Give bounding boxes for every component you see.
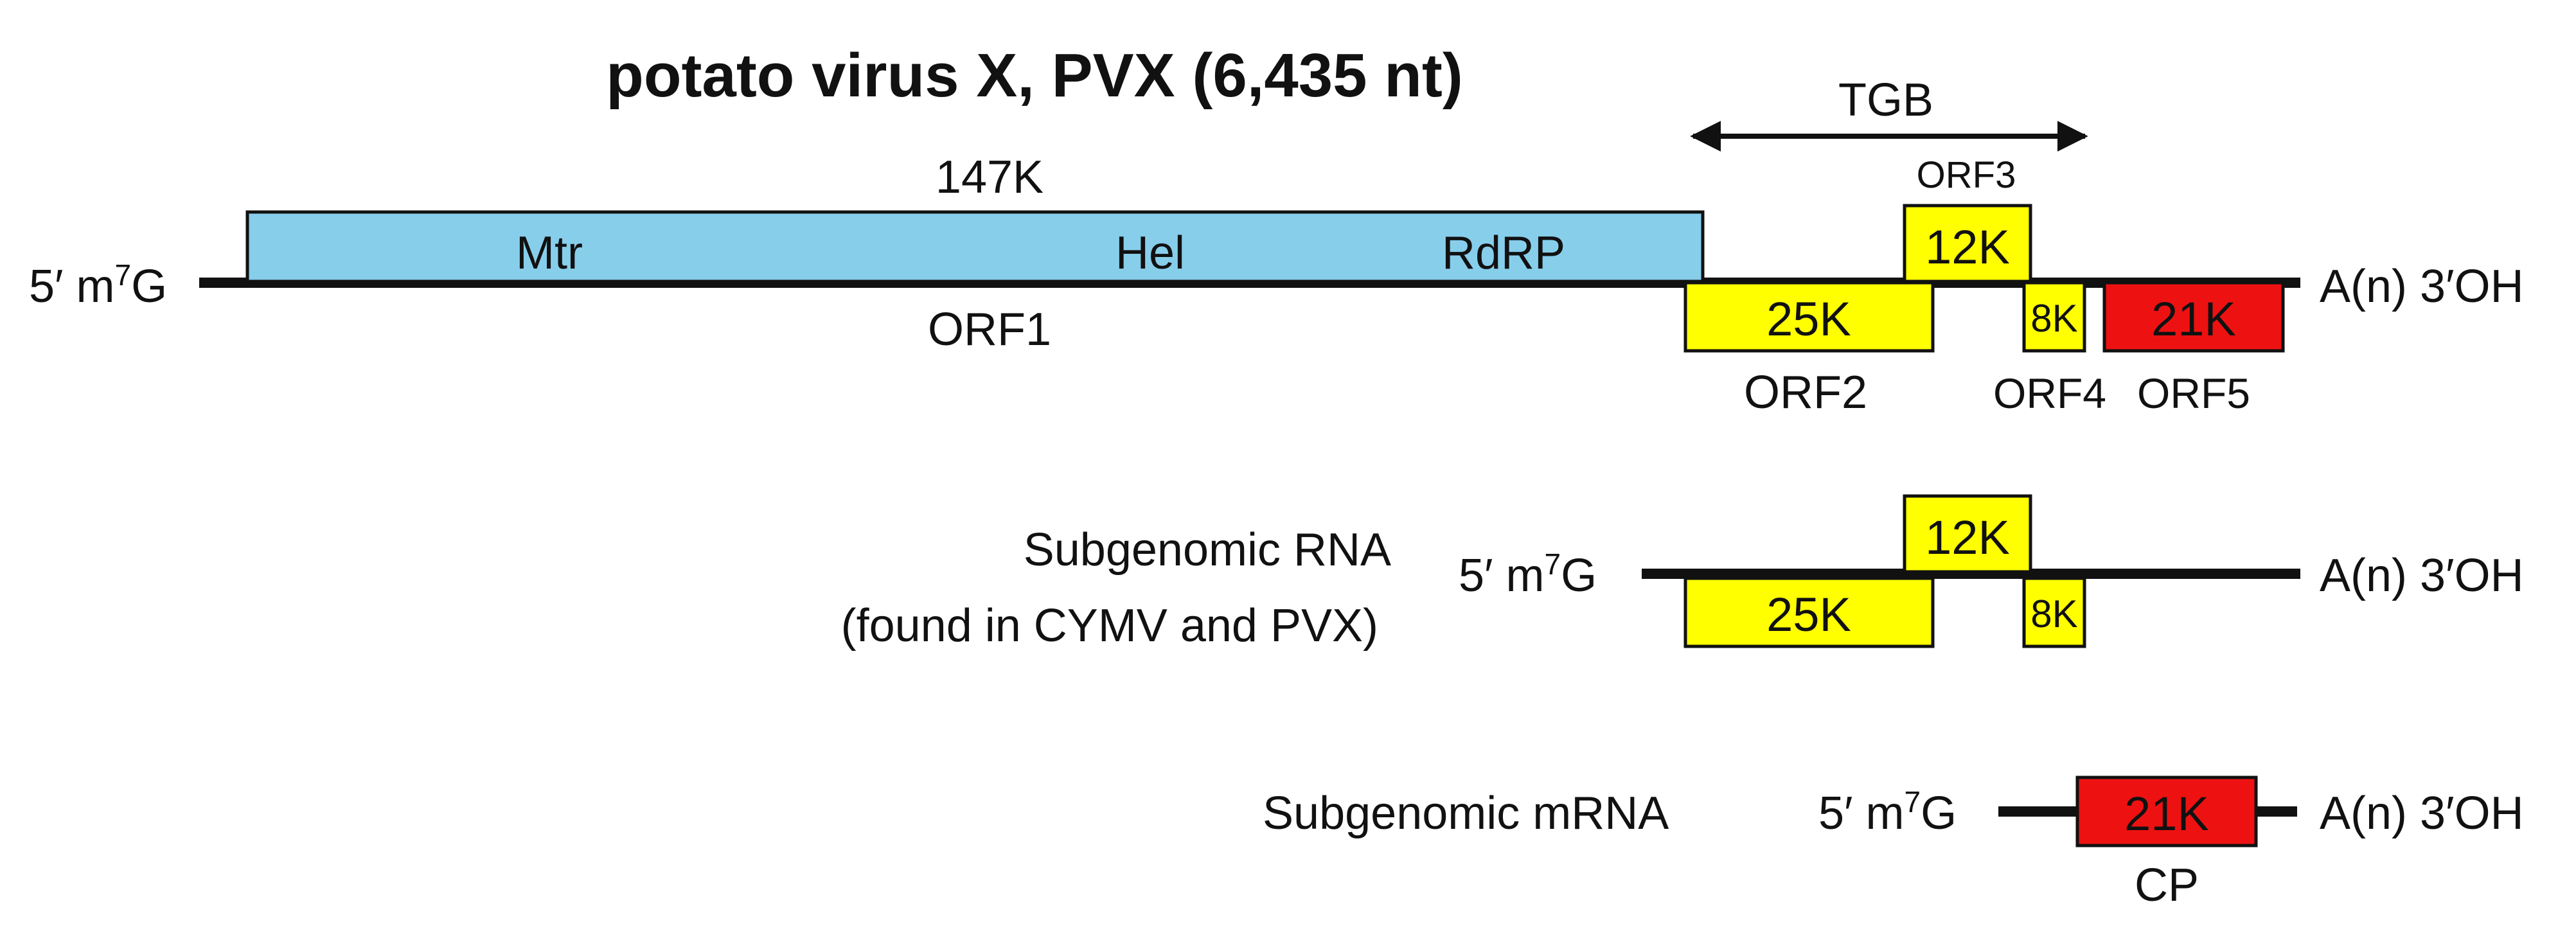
sg-rna-8k-box xyxy=(2022,576,2086,648)
orf3-name-label: ORF3 xyxy=(1917,154,2016,196)
sg-rna-12k-box xyxy=(1903,494,2032,574)
genome-map: 5′ m7G A(n) 3′OH 147K Mtr Hel RdRP ORF1 … xyxy=(29,75,2524,418)
orf3-protein-label: 12K xyxy=(1925,220,2010,274)
sg-rna-25k-label: 25K xyxy=(1766,588,1851,641)
orf2-name-label: ORF2 xyxy=(1744,367,1867,418)
sg-rna-label-line1: Subgenomic RNA xyxy=(1024,524,1391,576)
orf1-domain-rdrp: RdRP xyxy=(1442,227,1565,279)
orf5-name-label: ORF5 xyxy=(2137,369,2250,417)
orf1-domain-mtr: Mtr xyxy=(516,227,583,279)
diagram-title: potato virus X, PVX (6,435 nt) xyxy=(606,41,1463,110)
sg-rna-8k-label: 8K xyxy=(2030,592,2077,635)
sg-rna-five-prime-label: 5′ m7G xyxy=(1459,547,1597,601)
sg-rna-three-prime-label: A(n) 3′OH xyxy=(2320,550,2524,601)
genome-three-prime-label: A(n) 3′OH xyxy=(2320,261,2524,312)
orf1-name-label: ORF1 xyxy=(928,304,1051,355)
orf3-box xyxy=(1903,204,2032,283)
orf5-box xyxy=(2102,281,2285,353)
sg-rna-25k-box xyxy=(1683,576,1935,648)
orf2-protein-label: 25K xyxy=(1766,292,1851,346)
sg-mrna-21k-label: 21K xyxy=(2124,787,2209,840)
orf4-name-label: ORF4 xyxy=(1993,369,2106,417)
sg-mrna-cp-label: CP xyxy=(2135,860,2199,911)
sg-rna-label-line2: (found in CYMV and PVX) xyxy=(841,600,1378,652)
sg-rna-12k-label: 12K xyxy=(1925,511,2010,564)
tgb-label: TGB xyxy=(1838,75,1933,126)
orf1-protein-label: 147K xyxy=(936,152,1044,203)
orf2-box xyxy=(1683,281,1935,353)
subgenomic-mrna-map: Subgenomic mRNA 5′ m7G A(n) 3′OH 21K CP xyxy=(1263,776,2524,911)
subgenomic-rna-map: Subgenomic RNA (found in CYMV and PVX) 5… xyxy=(841,494,2524,652)
orf4-box xyxy=(2022,281,2086,353)
orf1-box xyxy=(245,210,1705,283)
sg-mrna-21k-box xyxy=(2075,776,2258,847)
sg-mrna-three-prime-label: A(n) 3′OH xyxy=(2320,788,2524,839)
orf5-protein-label: 21K xyxy=(2151,292,2236,346)
genome-five-prime-label: 5′ m7G xyxy=(29,258,167,312)
sg-mrna-five-prime-label: 5′ m7G xyxy=(1818,785,1957,839)
orf4-protein-label: 8K xyxy=(2030,297,2077,340)
orf1-domain-hel: Hel xyxy=(1115,227,1185,279)
sg-mrna-label: Subgenomic mRNA xyxy=(1263,788,1669,839)
